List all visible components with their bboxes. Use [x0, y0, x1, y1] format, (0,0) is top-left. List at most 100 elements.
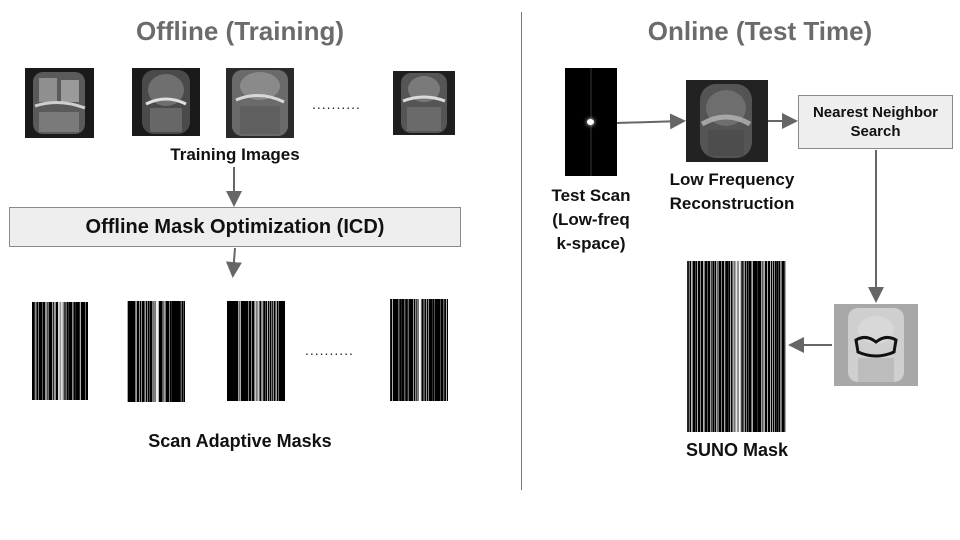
mask-line [136, 301, 137, 402]
low-frequency-line-1: Low Frequency [669, 170, 795, 189]
mask-line [398, 299, 399, 401]
mask-line [163, 301, 164, 402]
arrow-testscan-to-reconstruction [616, 113, 686, 130]
mask-line [737, 261, 738, 432]
mask-line [158, 301, 159, 402]
mask-line [269, 301, 270, 401]
mask-line [42, 302, 43, 400]
mask-line [688, 261, 689, 432]
mask-line [265, 301, 266, 401]
mask-line [62, 302, 63, 400]
mask-line [744, 261, 745, 432]
mask-line [60, 302, 61, 400]
mask-line [399, 299, 400, 401]
training-images-ellipsis: .......... [312, 96, 361, 112]
mask-line [434, 299, 435, 401]
low-frequency-reconstruction-image [686, 80, 768, 162]
nearest-neighbor-image [834, 304, 918, 386]
mask-line [240, 301, 241, 401]
mask-line [417, 299, 418, 401]
mask-line [262, 301, 263, 401]
mask-line [183, 301, 184, 402]
mask-line [704, 261, 705, 432]
mask-line [424, 299, 425, 401]
mask-line [763, 261, 764, 432]
training-image-4 [393, 71, 455, 135]
mask-line [426, 299, 427, 401]
mask-line [689, 261, 690, 432]
mask-line [748, 261, 749, 432]
mask-line [423, 299, 424, 401]
test-scan-line-2: (Low-freq [552, 210, 630, 229]
mask-line [153, 301, 154, 402]
mask-line [764, 261, 765, 432]
low-frequency-label: Low Frequency Reconstruction [657, 168, 807, 216]
mask-line [52, 302, 53, 400]
mask-line [64, 302, 65, 400]
mask-line [53, 302, 54, 400]
mask-line [732, 261, 733, 432]
mask-line [65, 302, 66, 400]
mask-line [255, 301, 256, 401]
mask-line [728, 261, 729, 432]
mask-line [180, 301, 181, 402]
offline-mask-optimization-box: Offline Mask Optimization (ICD) [9, 207, 461, 247]
mask-line [757, 261, 758, 432]
mask-line [61, 302, 62, 400]
mask-line [256, 301, 257, 401]
training-image-1 [25, 68, 94, 138]
mask-line [724, 261, 725, 432]
mask-line [34, 302, 35, 400]
mask-line [446, 299, 447, 401]
mask-line [248, 301, 249, 401]
mask-line [261, 301, 262, 401]
mask-line [257, 301, 258, 401]
mask-line [276, 301, 277, 401]
section-divider [521, 12, 522, 490]
mask-line [35, 302, 36, 400]
mask-line [721, 261, 722, 432]
mask-line [774, 261, 775, 432]
test-scan-line-1: Test Scan [551, 186, 631, 205]
mask-line [785, 261, 786, 432]
mask-line [267, 301, 268, 401]
mask-line [717, 261, 718, 432]
mask-line [730, 261, 731, 432]
scan-adaptive-mask-3 [227, 301, 285, 401]
mask-line [258, 301, 259, 401]
mask-line [401, 299, 402, 401]
mask-line [79, 302, 80, 400]
mask-line [181, 301, 182, 402]
mask-line [416, 299, 417, 401]
mask-line [784, 261, 785, 432]
mask-line [420, 299, 421, 401]
mask-line [259, 301, 260, 401]
mask-line [72, 302, 73, 400]
scan-adaptive-mask-4 [390, 299, 448, 401]
mask-line [271, 301, 272, 401]
mask-line [66, 302, 67, 400]
mask-line [419, 299, 420, 401]
mask-line [38, 302, 39, 400]
mask-line [47, 302, 48, 400]
mask-line [273, 301, 274, 401]
mask-line [156, 301, 157, 402]
mask-line [700, 261, 701, 432]
mask-line [45, 302, 46, 400]
kspace-center-dot [587, 119, 594, 125]
mask-line [443, 299, 444, 401]
mask-line [712, 261, 713, 432]
mask-line [58, 302, 59, 400]
training-image-3 [226, 68, 294, 138]
mask-line [145, 301, 146, 402]
mask-line [157, 301, 158, 402]
mask-line [718, 261, 719, 432]
mask-line [171, 301, 172, 402]
mask-line [46, 302, 47, 400]
mask-line [251, 301, 252, 401]
mask-line [162, 301, 163, 402]
mask-line [687, 261, 688, 432]
online-title: Online (Test Time) [647, 16, 873, 46]
mask-line [739, 261, 740, 432]
